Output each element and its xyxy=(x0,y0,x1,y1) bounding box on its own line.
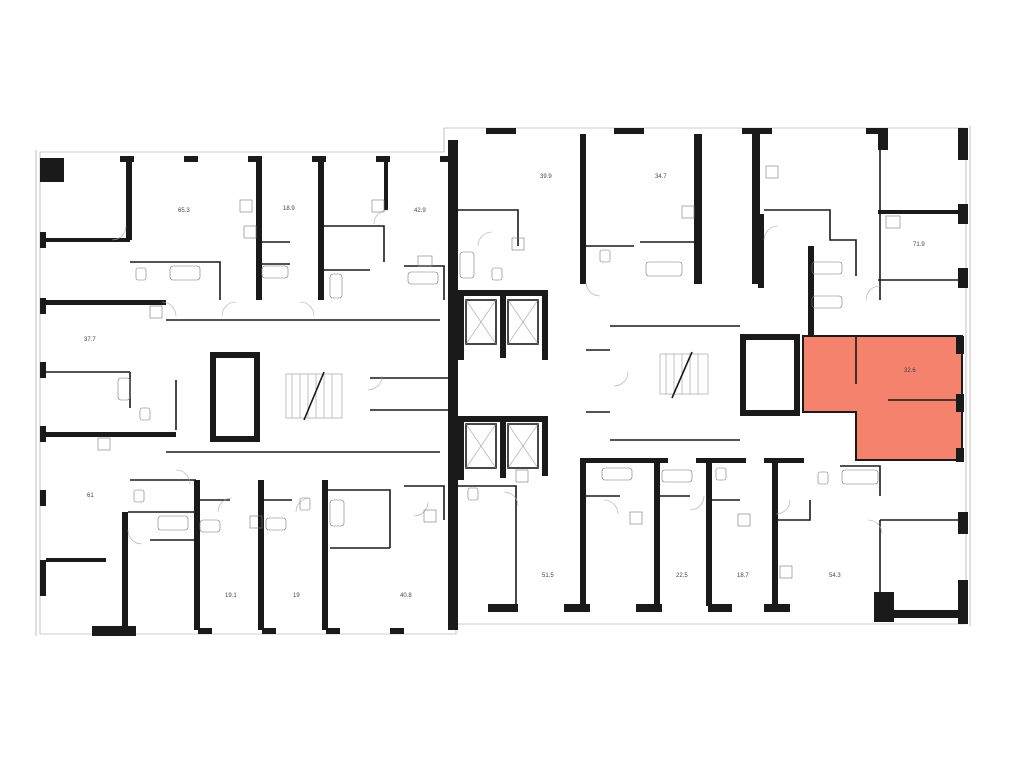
area-label-34-7: 34.7 xyxy=(655,174,667,180)
area-label-54-3: 54.3 xyxy=(829,573,841,579)
area-label-39-9: 39.9 xyxy=(540,174,552,180)
partitions xyxy=(46,150,958,610)
stairwell-right xyxy=(659,351,709,399)
walls xyxy=(40,128,968,636)
elevators xyxy=(465,299,539,469)
area-labels: 65.3 18.9 42.9 39.9 34.7 71.9 37.7 32.6 … xyxy=(84,174,925,599)
area-label-61: 61 xyxy=(87,493,94,499)
area-label-42-9: 42.9 xyxy=(414,208,426,214)
area-label-18-7: 18.7 xyxy=(737,573,749,579)
area-label-37-7: 37.7 xyxy=(84,337,96,343)
area-label-40-8: 40.8 xyxy=(400,593,412,599)
area-label-19-1: 19.1 xyxy=(225,593,237,599)
apartment-32-6-fill[interactable] xyxy=(802,335,963,461)
stairwell-left xyxy=(285,371,343,421)
area-label-18-9: 18.9 xyxy=(283,206,295,212)
door-swings xyxy=(111,209,883,545)
area-label-19: 19 xyxy=(293,593,300,599)
apartment-highlight-32-6[interactable] xyxy=(802,335,964,462)
area-label-32-6: 32.6 xyxy=(904,368,916,374)
area-label-71-9: 71.9 xyxy=(913,242,925,248)
area-label-65-3: 65.3 xyxy=(178,208,190,214)
area-label-22-5: 22.5 xyxy=(676,573,688,579)
area-label-51-5: 51.5 xyxy=(542,573,554,579)
fixtures xyxy=(97,165,901,579)
